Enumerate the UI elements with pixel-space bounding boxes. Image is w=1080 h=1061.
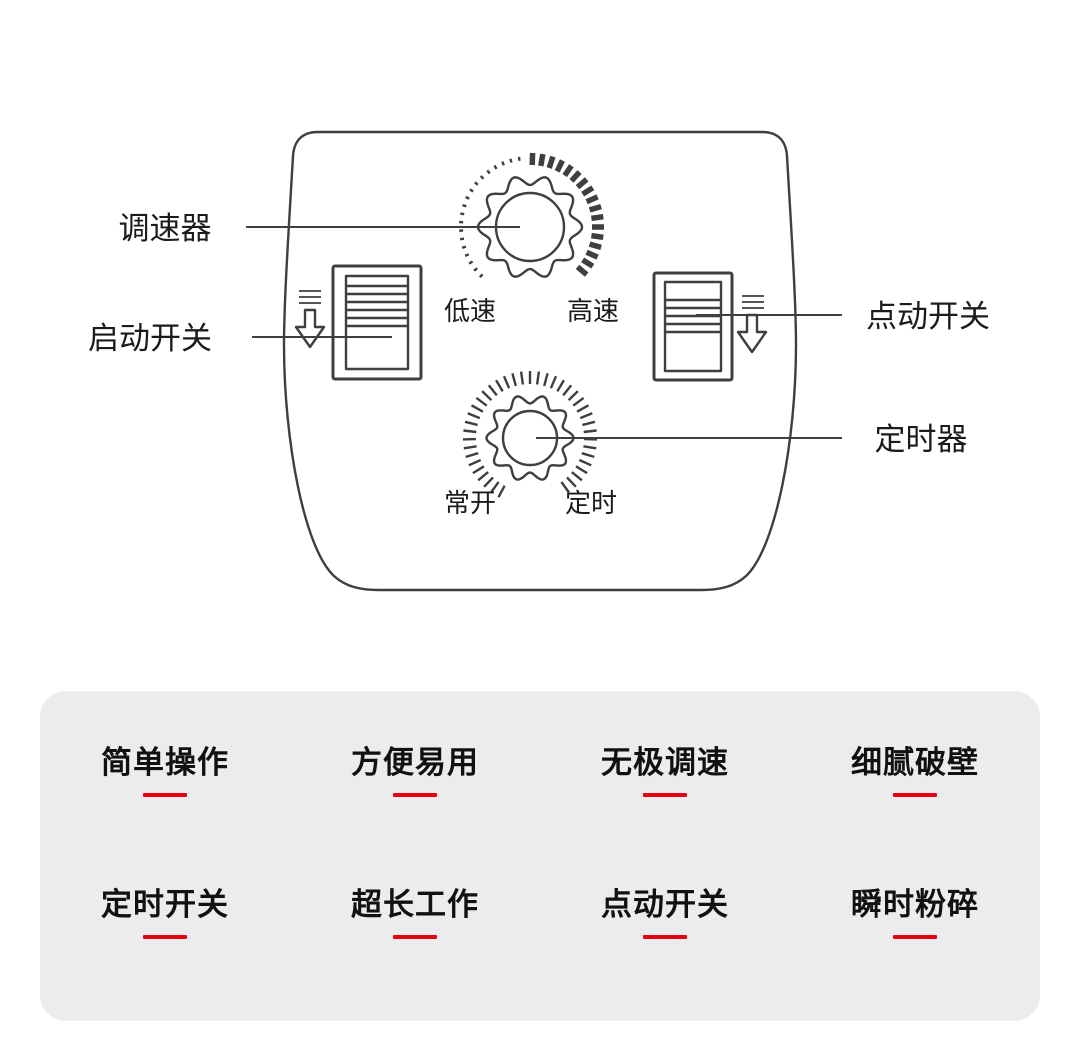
speed-knob-callout-label: 调速器 xyxy=(119,211,212,246)
speed-low-label: 低速 xyxy=(444,296,496,326)
feature-label: 细腻破壁 xyxy=(851,745,979,780)
red-underline xyxy=(893,935,937,939)
timer-knob: 常开 定时 xyxy=(444,371,617,518)
red-underline xyxy=(893,793,937,797)
feature-long-working: 超长工作 xyxy=(290,887,540,939)
feature-label: 超长工作 xyxy=(351,887,479,922)
start-switch-rocker xyxy=(344,274,410,371)
start-switch-callout-label: 启动开关 xyxy=(88,321,212,356)
feature-label: 简单操作 xyxy=(101,745,229,780)
jog-switch-ribs xyxy=(665,298,721,334)
feature-label: 方便易用 xyxy=(351,745,479,780)
jog-switch-down-arrow-icon xyxy=(736,313,768,354)
feature-stepless-speed: 无极调速 xyxy=(540,745,790,797)
jog-switch-rocker xyxy=(663,280,723,373)
red-underline xyxy=(393,793,437,797)
feature-row-1: 简单操作 方便易用 无极调速 细腻破壁 xyxy=(40,745,1040,797)
speed-scale-high-ticks xyxy=(529,152,604,277)
jog-switch-direction-ribs xyxy=(742,295,764,309)
timer-scale-ticks xyxy=(462,371,598,498)
feature-timer-switch: 定时开关 xyxy=(40,887,290,939)
timer-timed-label: 定时 xyxy=(565,488,617,518)
red-underline xyxy=(393,935,437,939)
red-underline xyxy=(143,793,187,797)
speed-scale-low-ticks xyxy=(459,156,521,279)
timer-knob-callout-label: 定时器 xyxy=(875,422,968,457)
red-underline xyxy=(143,935,187,939)
speed-high-label: 高速 xyxy=(567,296,619,326)
panel-outline xyxy=(282,130,798,592)
feature-label: 定时开关 xyxy=(101,887,229,922)
jog-switch-callout-label: 点动开关 xyxy=(866,299,990,334)
feature-simple-operation: 简单操作 xyxy=(40,745,290,797)
start-switch-direction-ribs xyxy=(299,290,321,304)
feature-easy-to-use: 方便易用 xyxy=(290,745,540,797)
control-panel-diagram: 低速 高速 常开 定时 xyxy=(88,130,990,592)
red-underline xyxy=(643,935,687,939)
feature-fine-grinding: 细腻破壁 xyxy=(790,745,1040,797)
timer-always-on-label: 常开 xyxy=(444,488,496,518)
feature-row-2: 定时开关 超长工作 点动开关 瞬时粉碎 xyxy=(40,887,1040,939)
feature-label: 无极调速 xyxy=(601,745,729,780)
feature-jog-switch: 点动开关 xyxy=(540,887,790,939)
feature-label: 瞬时粉碎 xyxy=(851,887,979,922)
red-underline xyxy=(643,793,687,797)
jog-switch xyxy=(652,271,768,382)
start-switch-ribs xyxy=(346,284,408,328)
feature-panel: 简单操作 方便易用 无极调速 细腻破壁 定时开关 超长工作 xyxy=(40,691,1040,1021)
feature-instant-crush: 瞬时粉碎 xyxy=(790,887,1040,939)
speed-knob: 低速 高速 xyxy=(444,152,619,326)
callouts: 调速器 启动开关 点动开关 定时器 xyxy=(88,211,990,457)
feature-label: 点动开关 xyxy=(601,887,729,922)
